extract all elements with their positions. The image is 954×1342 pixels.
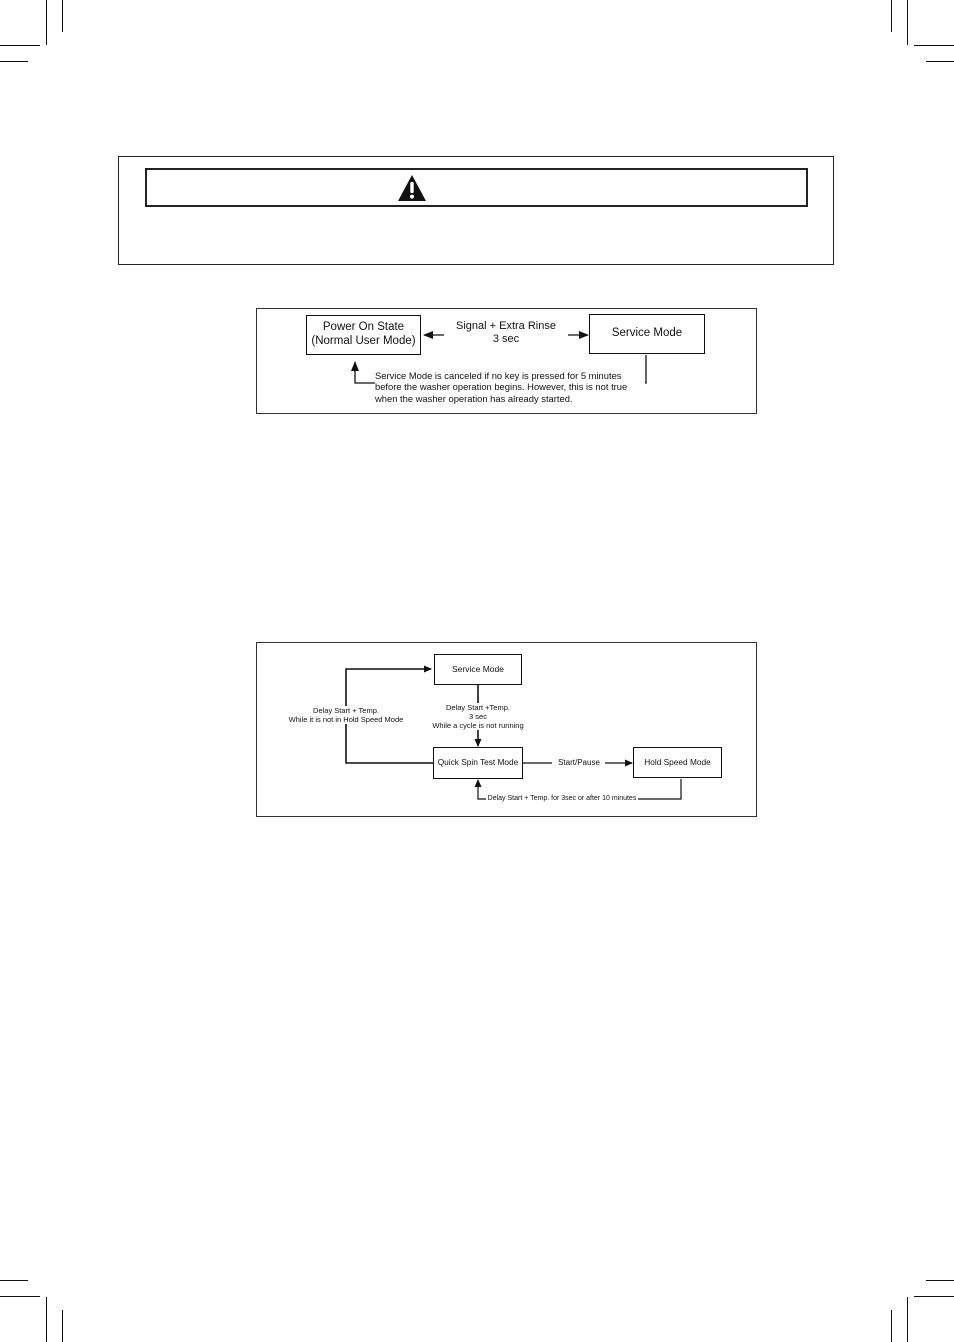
exit-hold-label: Delay Start + Temp. for 3sec or after 10… bbox=[486, 795, 638, 804]
warning-panel bbox=[118, 156, 834, 265]
warning-triangle-icon bbox=[398, 175, 426, 201]
return-to-service-label: Delay Start + Temp. While it is not in H… bbox=[276, 706, 416, 725]
key-combo-label: Signal + Extra Rinse 3 sec bbox=[456, 320, 556, 346]
service-mode-box-2: Service Mode bbox=[434, 654, 522, 685]
warning-header bbox=[145, 168, 808, 207]
quick-spin-test-diagram bbox=[256, 642, 757, 817]
quick-spin-test-mode-box: Quick Spin Test Mode bbox=[433, 747, 523, 779]
hold-speed-mode-box: Hold Speed Mode bbox=[633, 747, 722, 778]
cancel-note: Service Mode is canceled if no key is pr… bbox=[375, 370, 645, 405]
service-mode-entry-diagram bbox=[256, 308, 757, 414]
enter-quick-spin-label: Delay Start +Temp. 3 sec While a cycle i… bbox=[414, 703, 542, 731]
service-mode-box: Service Mode bbox=[589, 314, 705, 354]
start-pause-label: Start/Pause bbox=[558, 758, 600, 767]
power-on-state-box: Power On State (Normal User Mode) bbox=[306, 315, 421, 355]
